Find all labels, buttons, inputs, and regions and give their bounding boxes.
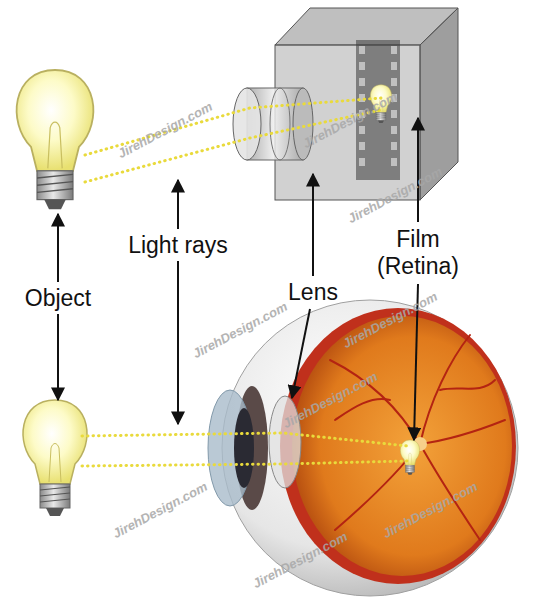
part-label: Film (Retina)	[372, 226, 464, 280]
object-bulb	[23, 400, 87, 516]
part-label: Object	[25, 285, 91, 312]
leader-arrows	[58, 118, 418, 440]
light-rays	[82, 98, 408, 466]
watermark: JirehDesign.com	[110, 479, 210, 541]
part-label: Light rays	[128, 232, 228, 259]
object-bulb	[17, 70, 94, 209]
watermark: JirehDesign.com	[115, 99, 215, 161]
eye	[208, 300, 518, 596]
part-label: Lens	[288, 279, 338, 306]
